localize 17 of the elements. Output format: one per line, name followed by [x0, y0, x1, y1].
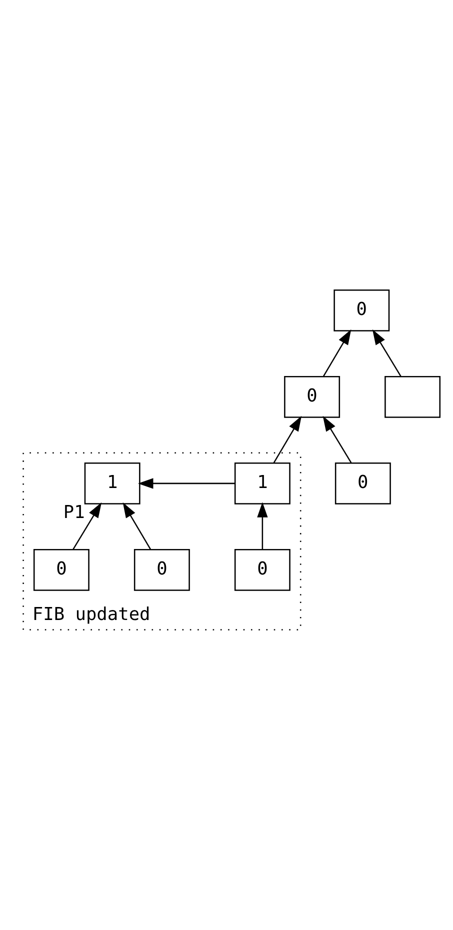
- node-box: 0: [334, 462, 391, 504]
- node-label: P1: [63, 502, 85, 524]
- arrow: [372, 329, 402, 377]
- node-box: 0: [33, 548, 90, 591]
- arrow: [257, 502, 268, 550]
- arrow: [122, 502, 151, 550]
- node-box: 0: [134, 548, 190, 591]
- node-box: 1: [84, 462, 140, 504]
- node-box: 0: [284, 376, 340, 418]
- arrow: [322, 416, 352, 464]
- arrow: [72, 502, 102, 550]
- node-box: 0: [334, 289, 390, 332]
- node-box: 0: [234, 548, 290, 591]
- arrow: [138, 478, 235, 489]
- node-box: 1: [234, 462, 290, 504]
- node-box: [384, 376, 441, 418]
- arrow: [323, 329, 352, 377]
